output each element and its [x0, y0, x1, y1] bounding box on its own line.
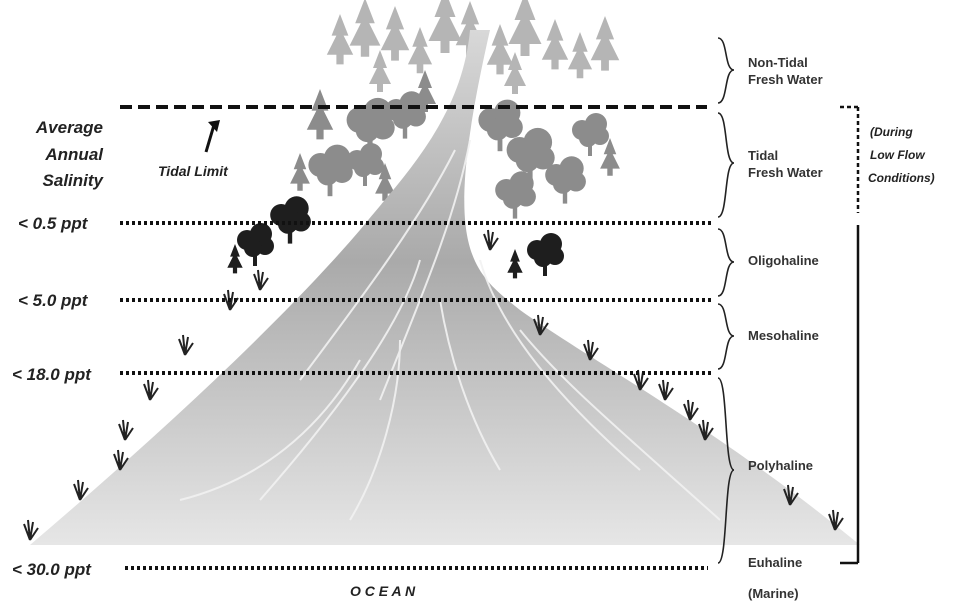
ppt-label-30-0: < 30.0 ppt	[12, 560, 92, 579]
salinity-header-line2: Annual	[44, 145, 104, 164]
zone-braces	[717, 37, 735, 564]
tidal-limit-label: Tidal Limit	[158, 163, 229, 179]
zone-euhaline: Euhaline	[748, 555, 802, 570]
ocean-label: O C E A N	[350, 583, 416, 599]
zone-non-tidal-line1: Non-Tidal	[748, 55, 808, 70]
tidal-limit-arrow-icon	[204, 120, 220, 153]
estuary-river	[30, 30, 860, 545]
zone-tidal-fresh-line2: Fresh Water	[748, 165, 823, 180]
zone-polyhaline: Polyhaline	[748, 458, 813, 473]
salinity-boundaries	[120, 221, 712, 570]
zone-oligohaline: Oligohaline	[748, 253, 819, 268]
zone-mesohaline: Mesohaline	[748, 328, 819, 343]
salinity-header-line3: Salinity	[43, 171, 105, 190]
river-currents	[179, 139, 721, 521]
zone-tidal-fresh-line1: Tidal	[748, 148, 778, 163]
zone-marine: (Marine)	[748, 586, 799, 601]
low-flow-note-line1: (During	[870, 125, 913, 139]
salinity-header-line1: Average	[35, 118, 103, 137]
low-flow-note-line2: Low Flow	[870, 148, 925, 162]
ppt-label-5-0: < 5.0 ppt	[18, 291, 89, 310]
low-flow-note-line3: Conditions)	[868, 171, 935, 185]
low-flow-bracket	[840, 105, 860, 565]
ppt-label-18-0: < 18.0 ppt	[12, 365, 92, 384]
ppt-label-0-5: < 0.5 ppt	[18, 214, 89, 233]
zone-non-tidal-line2: Fresh Water	[748, 72, 823, 87]
